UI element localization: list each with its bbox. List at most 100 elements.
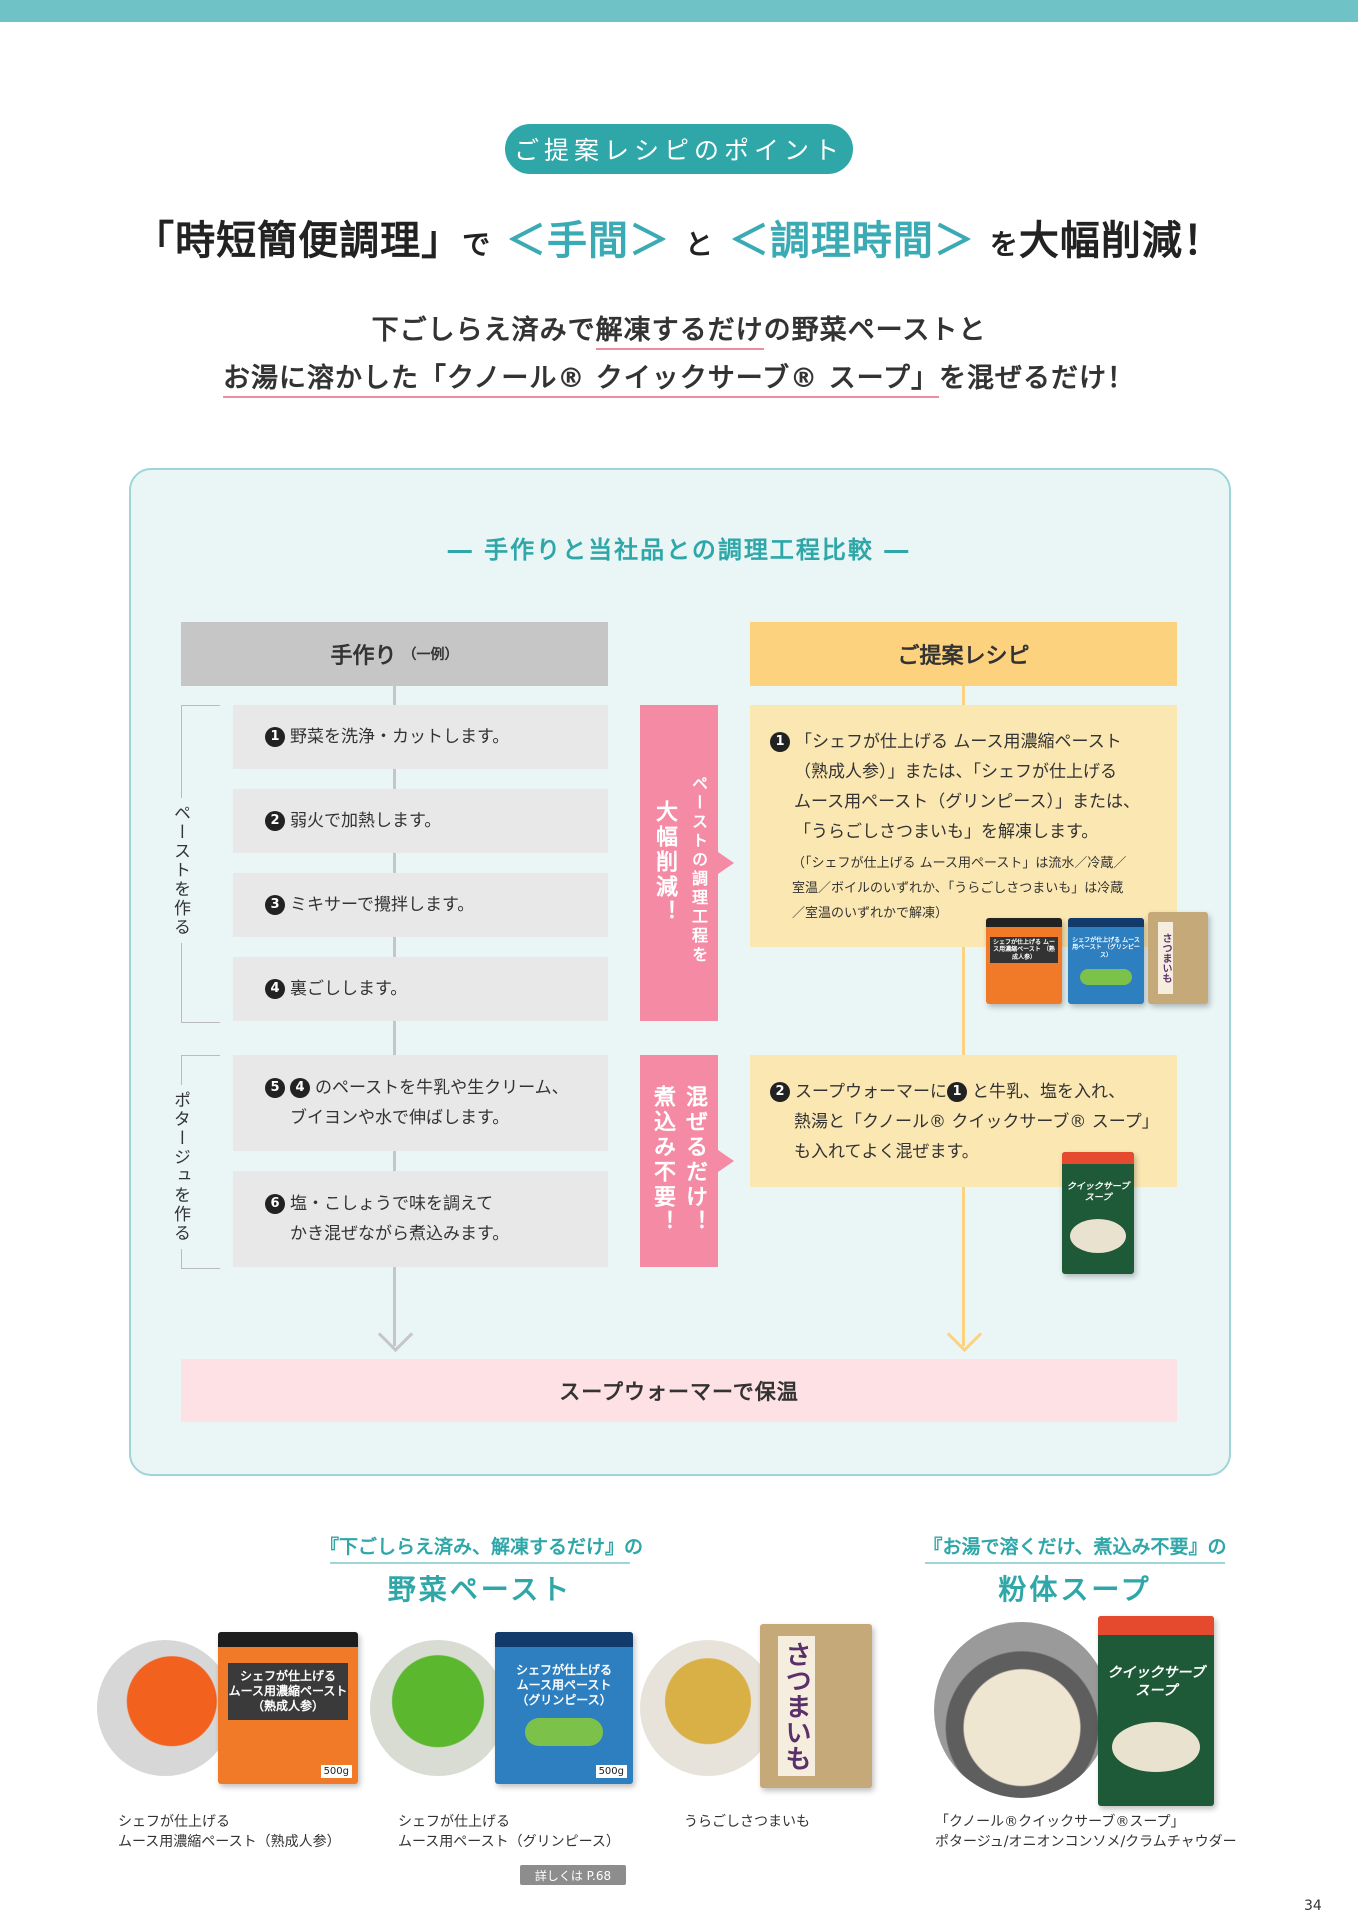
paste-section-title: 野菜ペースト <box>387 1573 573 1606</box>
step-text-line2: かき混ぜながら煮込みます。 <box>290 1224 510 1244</box>
step-number-badge: 2 <box>265 811 285 831</box>
see-more-link[interactable]: 詳しくは P.68 <box>520 1865 626 1885</box>
recipe2-line3: も入れてよく混ぜます。 <box>794 1142 979 1162</box>
paste-section-rule <box>330 1562 630 1564</box>
sweet-potato-pack: さつまいも <box>760 1624 872 1788</box>
peas-pack-weight: 500g <box>595 1765 627 1778</box>
sub1-underlined: 解凍するだけ <box>595 315 764 350</box>
peas-paste-pack-thumb: シェフが仕上げる ムース用ペースト （グリンピース） <box>1068 918 1144 1004</box>
step-number-badge: 1 <box>265 727 285 747</box>
soup-caption-line2: ポタージュ/オニオンコンソメ/クラムチャウダー <box>935 1834 1237 1850</box>
step-number-badge: 3 <box>265 895 285 915</box>
headline-part1: 「時短簡便調理」 <box>134 217 463 264</box>
handmade-header: 手作り （一例） <box>181 622 608 686</box>
keep-warm-bar: スープウォーマーで保温 <box>181 1359 1177 1422</box>
sub2-post: を混ぜるだけ！ <box>938 363 1135 394</box>
headline-highlight-effort: ＜手間＞ <box>506 217 671 264</box>
headline-wo: を <box>989 228 1019 261</box>
recipe2-line1-post: と牛乳、塩を入れ、 <box>971 1082 1126 1102</box>
handmade-header-note: （一例） <box>402 647 459 663</box>
headline-tail: 大幅削減！ <box>1018 217 1224 264</box>
reduction-callout-line2: 大幅削減！ <box>652 800 677 925</box>
step-number-badge: 2 <box>770 1082 790 1102</box>
peas-caption-line2: ムース用ペースト（グリンピース） <box>398 1834 620 1850</box>
bracket-paste-label: ペーストを作る <box>168 798 193 943</box>
sweet-potato-pack-thumb: さつまいも <box>1148 912 1208 1004</box>
step-text: 野菜を洗浄・カットします。 <box>290 727 510 747</box>
peas-paste-pack: シェフが仕上げる ムース用ペースト （グリンピース） 500g <box>495 1632 633 1784</box>
sweet-potato-pack-label: さつまいも <box>778 1636 815 1776</box>
headline: 「時短簡便調理」で ＜手間＞ と ＜調理時間＞ を大幅削減！ <box>60 208 1298 266</box>
step-number-badge: 5 <box>265 1078 285 1098</box>
paste-section-subtitle: 『下ごしらえ済み、解凍するだけ』の <box>320 1536 644 1558</box>
subheadline-line2: お湯に溶かした「クノール® クイックサーブ® スープ」を混ぜるだけ！ <box>60 356 1298 398</box>
handmade-header-label: 手作り <box>330 644 397 669</box>
quick-serve-soup-pack: クイックサーブ スープ <box>1098 1616 1214 1806</box>
sub2-underlined: お湯に溶かした「クノール® クイックサーブ® スープ」 <box>223 363 939 398</box>
carrot-paste-photo <box>97 1640 233 1776</box>
sub1-pre: 下ごしらえ済みで <box>371 315 596 346</box>
recipe1-line1: 「シェフが仕上げる ムース用濃縮ペースト <box>795 732 1122 752</box>
recipe1-line3: ムース用ペースト（グリンピース）」または、 <box>794 792 1140 812</box>
carrot-caption-line2: ムース用濃縮ペースト（熟成人参） <box>118 1834 341 1850</box>
step-text: ミキサーで攪拌します。 <box>290 895 475 915</box>
step-text-line1: 塩・こしょうで味を調えて <box>290 1194 494 1214</box>
soup-section-title: 粉体スープ <box>998 1573 1152 1606</box>
step-text: 弱火で加熱します。 <box>290 811 442 831</box>
headline-de: で <box>462 228 492 261</box>
recipe2-line1-pre: スープウォーマーに <box>795 1082 947 1102</box>
recipe2-line2: 熱湯と「クノール® クイックサーブ® スープ」 <box>794 1112 1159 1132</box>
headline-to: と <box>684 228 714 261</box>
quick-serve-soup-pack-thumb: クイックサーブ スープ <box>1062 1152 1134 1274</box>
step-text-line2: ブイヨンや水で伸ばします。 <box>290 1108 510 1128</box>
carrot-pack-label: シェフが仕上げる ムース用濃縮ペースト （熟成人参） <box>228 1663 348 1721</box>
recipe1-note2: 室温／ボイルのいずれか、「うらごしさつまいも」は冷蔵 <box>792 881 1124 896</box>
recipe1-note3: ／室温のいずれかで解凍） <box>792 906 949 921</box>
recipe-step-1: 1「シェフが仕上げる ムース用濃縮ペースト （熟成人参）」または、「シェフが仕上… <box>750 705 1177 947</box>
reduction-callout-line1: ペーストの調理工程を <box>689 775 708 965</box>
carrot-paste-pack-thumb: シェフが仕上げる ムース用濃縮ペースト （熟成人参） <box>986 918 1062 1004</box>
sweet-potato-caption: うらごしさつまいも <box>684 1814 810 1830</box>
peas-pack-thumb-label: シェフが仕上げる ムース用ペースト （グリンピース） <box>1072 936 1140 959</box>
sweet-potato-photo <box>640 1640 776 1776</box>
mix-only-callout-line2: 煮込み不要！ <box>650 1085 675 1235</box>
step-ref-badge: 4 <box>290 1078 310 1098</box>
recipe1-line2: （熟成人参）」または、「シェフが仕上げる <box>794 762 1117 782</box>
step-number-badge: 1 <box>770 732 790 752</box>
recipe-flow-line <box>962 686 965 1346</box>
recipe1-line4: 「うらごしさつまいも」を解凍します。 <box>794 822 1099 842</box>
soup-photo <box>934 1622 1110 1798</box>
page-number: 34 <box>1304 1898 1322 1914</box>
step-number-badge: 4 <box>265 979 285 999</box>
soup-section-subtitle: 『お湯で溶くだけ、煮込み不要』の <box>923 1536 1227 1558</box>
bracket-potage-label: ポタージュを作る <box>168 1085 193 1249</box>
peas-paste-photo <box>370 1640 506 1776</box>
carrot-paste-pack: シェフが仕上げる ムース用濃縮ペースト （熟成人参） 500g <box>218 1632 358 1784</box>
step-number-badge: 6 <box>265 1194 285 1214</box>
recipe1-note1: （「シェフが仕上げる ムース用ペースト」は流水／冷蔵／ <box>792 856 1127 871</box>
carrot-caption-line1: シェフが仕上げる <box>118 1814 230 1830</box>
subheadline-line1: 下ごしらえ済みで解凍するだけの野菜ペーストと <box>60 308 1298 350</box>
soup-caption-line1: 「クノール®クイックサーブ®スープ」 <box>935 1814 1185 1830</box>
soup-pack-label: クイックサーブ スープ <box>1107 1665 1205 1699</box>
sub1-post: の野菜ペーストと <box>763 315 987 346</box>
carrot-pack-thumb-label: シェフが仕上げる ムース用濃縮ペースト （熟成人参） <box>990 936 1058 964</box>
recipe-header: ご提案レシピ <box>750 622 1177 686</box>
step-text: 裏ごしします。 <box>290 979 408 999</box>
carrot-pack-weight: 500g <box>320 1765 352 1778</box>
points-pill: ご提案レシピのポイント <box>505 124 853 174</box>
soup-section-rule <box>925 1562 1225 1564</box>
mix-only-callout: 混ぜるだけ！ 煮込み不要！ <box>640 1055 734 1267</box>
comparison-title: ― 手作りと当社品との調理工程比較 ― <box>447 536 911 564</box>
step-ref-badge: 1 <box>946 1082 967 1102</box>
mix-only-callout-line1: 混ぜるだけ！ <box>682 1085 707 1235</box>
headline-highlight-time: ＜調理時間＞ <box>728 217 975 264</box>
peas-caption-line1: シェフが仕上げる <box>398 1814 510 1830</box>
